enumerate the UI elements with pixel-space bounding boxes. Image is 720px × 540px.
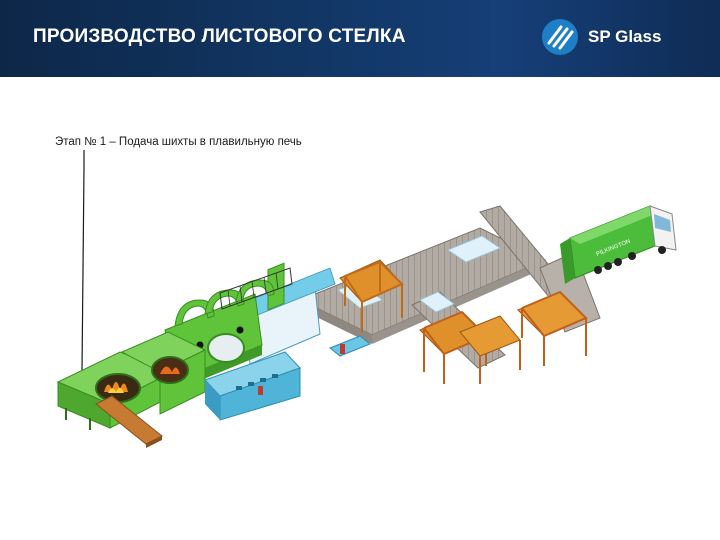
sp-glass-logo-icon — [542, 19, 578, 55]
stacking-crate-1 — [339, 259, 404, 332]
delivery-truck: PILKINGTON — [560, 205, 677, 284]
header-bar: ПРОИЗВОДСТВО ЛИСТОВОГО СТЕЛКА SP Glass — [0, 0, 720, 77]
page-title: ПРОИЗВОДСТВО ЛИСТОВОГО СТЕЛКА — [33, 26, 406, 47]
cutting-station — [329, 335, 371, 357]
melting-furnace — [56, 331, 207, 430]
stacking-crate-3 — [517, 290, 588, 366]
stacking-crate-2 — [419, 310, 521, 384]
stage-caption: Этап № 1 – Подача шихты в плавильную печ… — [55, 136, 302, 148]
company-logo: SP Glass — [541, 17, 661, 57]
logo-text: SP Glass — [588, 27, 662, 46]
batch-feed-conveyor — [95, 395, 163, 448]
control-room — [204, 351, 301, 421]
